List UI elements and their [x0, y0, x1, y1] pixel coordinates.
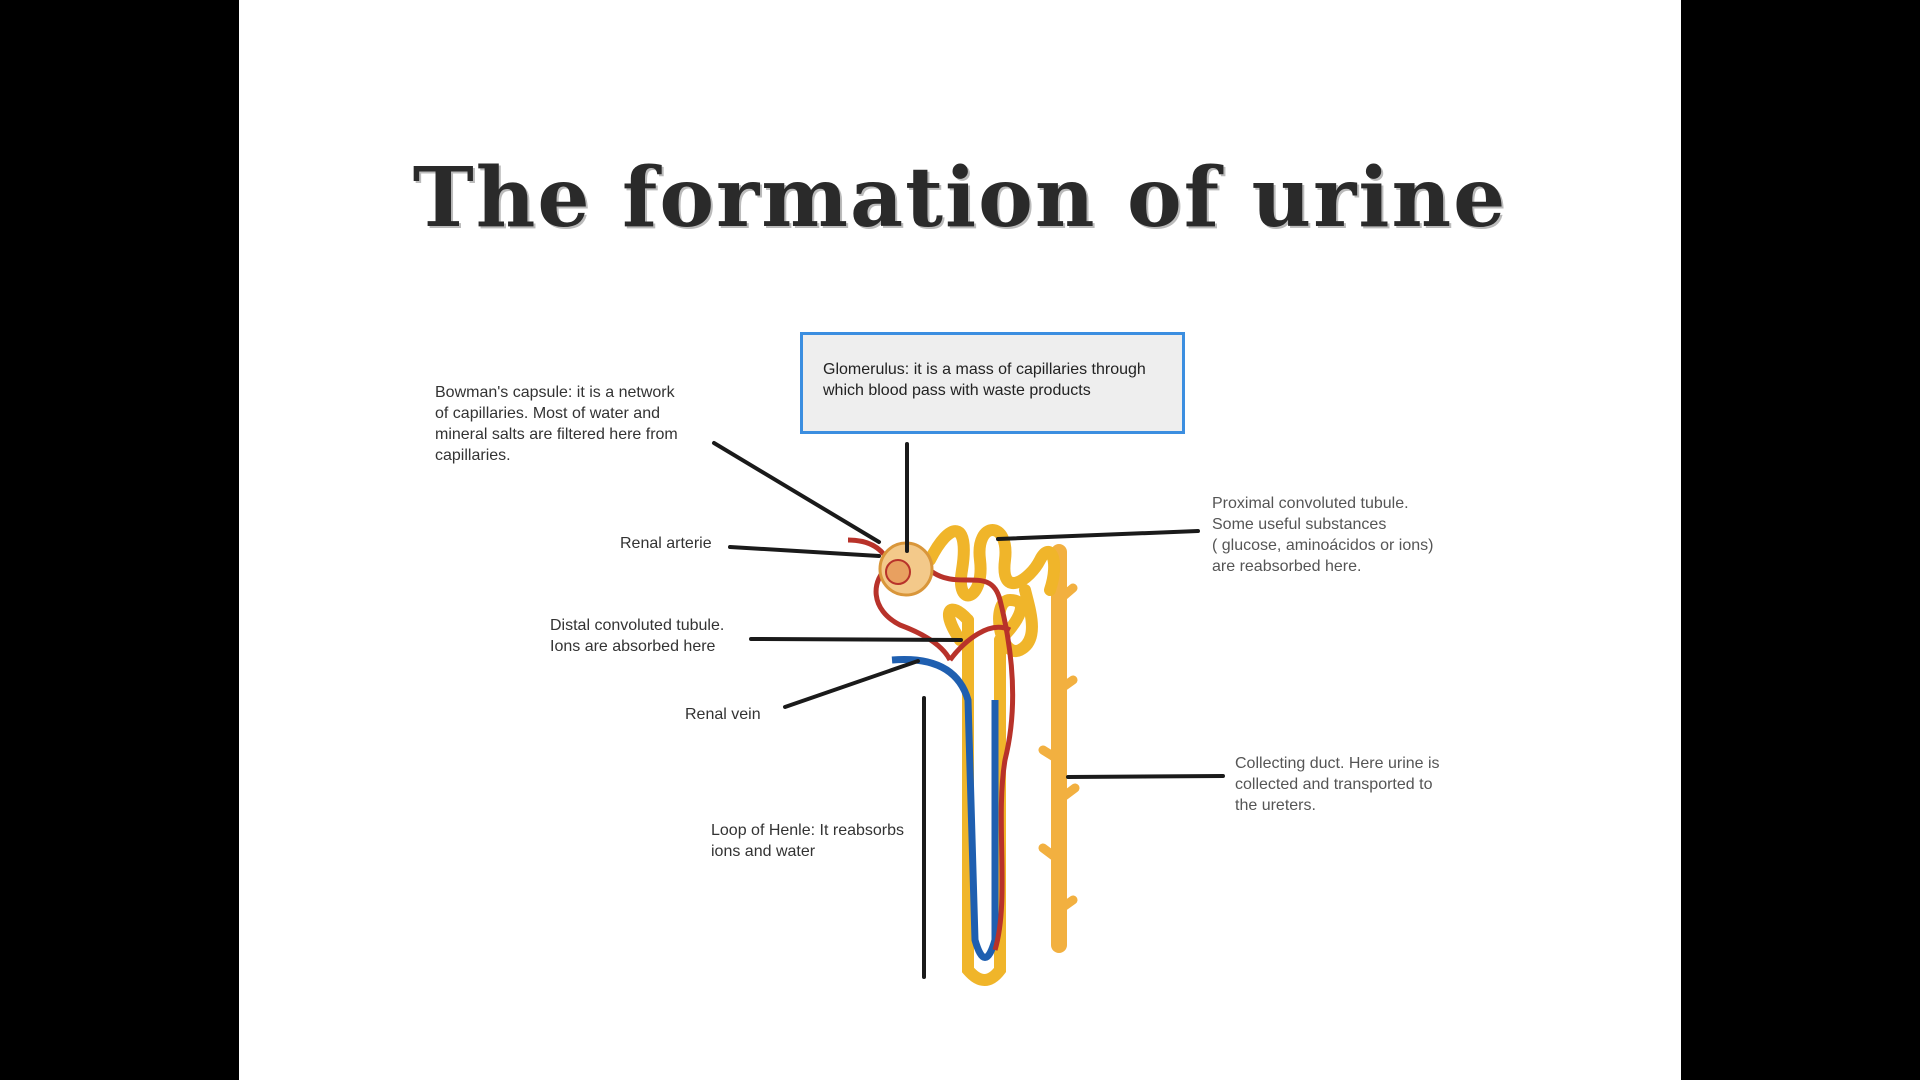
renal-artery-vessel — [847, 537, 1016, 951]
collecting-label: Collecting duct. Here urine is collected… — [1235, 755, 1440, 814]
collecting-pointer — [1066, 774, 1225, 779]
loop-of-henle — [924, 524, 1061, 986]
glomerulus-label: Glomerulus: it is a mass of capillaries … — [823, 361, 1146, 399]
renal-vein-vessel — [891, 656, 999, 961]
pointer-lines — [712, 441, 1225, 979]
distal-pointer — [749, 637, 963, 642]
distal-label: Distal convoluted tubule. Ions are absor… — [550, 617, 725, 655]
renal-vein-pointer — [783, 659, 920, 709]
renal-vein-label: Renal vein — [685, 706, 761, 723]
proximal-pointer — [996, 529, 1200, 541]
bowman-label: Bowman's capsule: it is a network of cap… — [435, 384, 678, 464]
renal-arterie-label: Renal arterie — [620, 535, 712, 552]
renal-arterie-pointer — [728, 545, 881, 558]
loop-henle-label: Loop of Henle: It reabsorbs ions and wat… — [711, 822, 905, 860]
bowman-pointer — [712, 441, 881, 544]
slide-title: The formation of urine — [412, 150, 1508, 246]
glomerulus-callout: Glomerulus: it is a mass of capillaries … — [800, 332, 1185, 434]
collecting-duct — [1038, 544, 1080, 953]
proximal-label: Proximal convoluted tubule. Some useful … — [1212, 495, 1434, 575]
